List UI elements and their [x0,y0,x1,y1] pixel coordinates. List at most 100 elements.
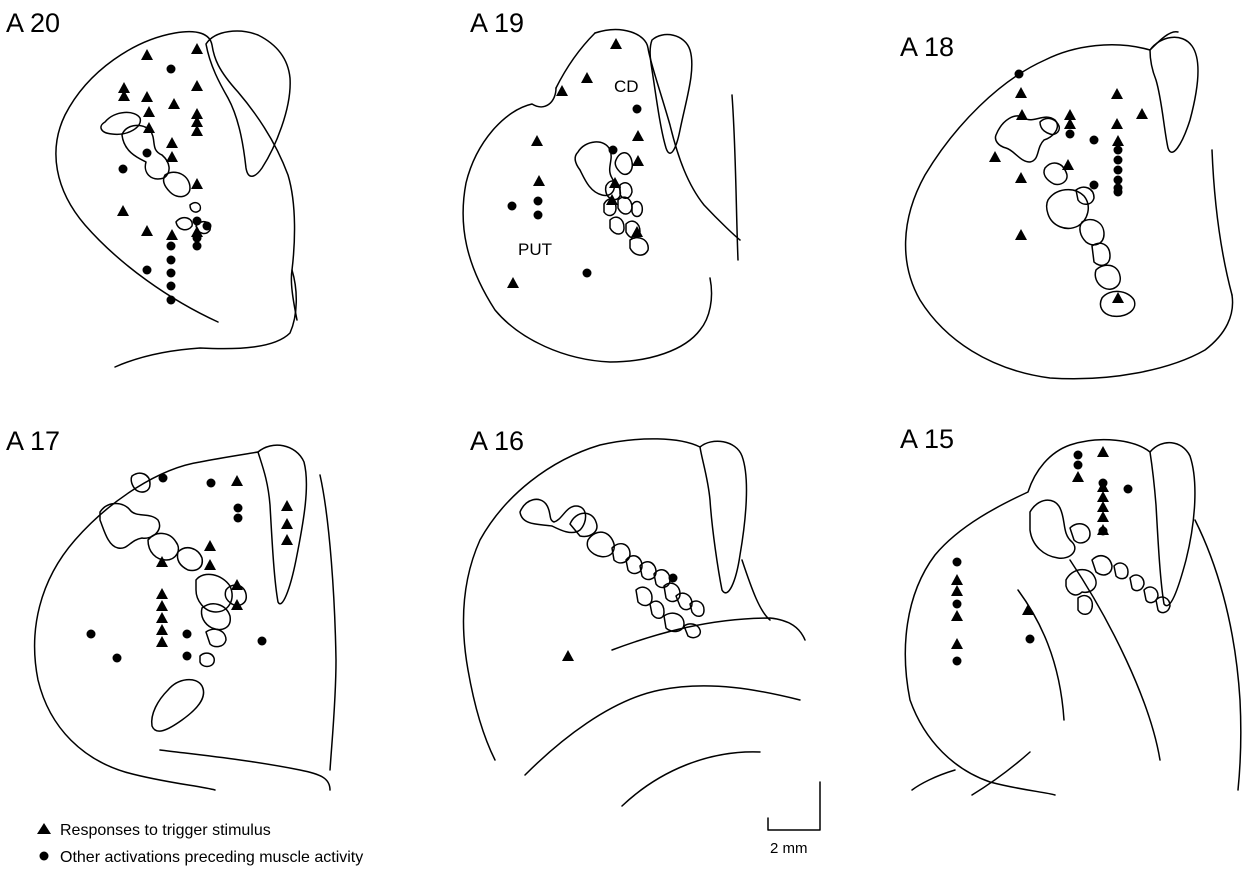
panel-a15-label: A 15 [900,424,954,454]
panel-a20-label: A 20 [6,8,60,38]
recording-site-markers [87,38,1149,666]
other-activation-marker [167,269,176,278]
trigger-response-marker [191,80,203,91]
legend-circle-label: Other activations preceding muscle activ… [60,849,363,866]
panel-a19: A 19 CD PUT [463,8,740,362]
trigger-response-marker [951,638,963,649]
trigger-response-marker [156,600,168,611]
panel-a18-outlines [906,32,1233,379]
trigger-response-marker [1112,135,1124,146]
other-activation-marker [203,222,212,231]
other-activation-marker [113,654,122,663]
panel-a20-outlines [56,31,297,367]
other-activation-marker [1066,130,1075,139]
other-activation-marker [183,630,192,639]
scale-bar: 2 mm [768,782,820,857]
other-activation-marker [1090,136,1099,145]
other-activation-marker [1026,635,1035,644]
trigger-response-marker [117,205,129,216]
other-activation-marker [583,269,592,278]
trigger-response-marker [1015,87,1027,98]
panel-a18-label: A 18 [900,32,954,62]
panel-a17-outlines [35,445,336,790]
trigger-response-marker [951,610,963,621]
trigger-response-marker [191,43,203,54]
other-activation-marker [143,266,152,275]
legend-circle-icon [40,852,49,861]
trigger-response-marker [204,559,216,570]
other-activation-marker [669,574,678,583]
trigger-response-marker [156,612,168,623]
other-activation-marker [87,630,96,639]
other-activation-marker [1074,461,1083,470]
other-activation-marker [167,242,176,251]
trigger-response-marker [1022,604,1034,615]
other-activation-marker [167,296,176,305]
trigger-response-marker [609,177,621,188]
trigger-response-marker [166,137,178,148]
other-activation-marker [1114,166,1123,175]
trigger-response-marker [556,85,568,96]
other-activation-marker [159,474,168,483]
other-activation-marker [234,514,243,523]
other-activation-marker [1074,451,1083,460]
trigger-response-marker [1072,471,1084,482]
trigger-response-marker [1097,501,1109,512]
trigger-response-marker [581,72,593,83]
other-activation-marker [1090,181,1099,190]
panel-a15: A 15 [900,424,1241,795]
other-activation-marker [1099,479,1108,488]
other-activation-marker [633,105,642,114]
other-activation-marker [1114,156,1123,165]
trigger-response-marker [191,178,203,189]
other-activation-marker [167,256,176,265]
legend-triangle-label: Responses to trigger stimulus [60,822,271,839]
trigger-response-marker [562,650,574,661]
other-activation-marker [258,637,267,646]
other-activation-marker [1099,527,1108,536]
trigger-response-marker [951,574,963,585]
other-activation-marker [1114,188,1123,197]
trigger-response-marker [1062,159,1074,170]
trigger-response-marker [951,585,963,596]
trigger-response-marker [1097,491,1109,502]
other-activation-marker [1124,485,1133,494]
other-activation-marker [193,234,202,243]
other-activation-marker [1114,146,1123,155]
panel-a19-label: A 19 [470,8,524,38]
trigger-response-marker [281,500,293,511]
panel-a16-label: A 16 [470,426,524,456]
other-activation-marker [1015,70,1024,79]
other-activation-marker [119,165,128,174]
trigger-response-marker [531,135,543,146]
trigger-response-marker [1015,229,1027,240]
trigger-response-marker [141,49,153,60]
trigger-response-marker [507,277,519,288]
trigger-response-marker [231,475,243,486]
other-activation-marker [193,217,202,226]
other-activation-marker [234,504,243,513]
trigger-response-marker [1097,446,1109,457]
other-activation-marker [609,146,618,155]
other-activation-marker [193,242,202,251]
trigger-response-marker [1111,88,1123,99]
panel-a20: A 20 [6,8,297,367]
other-activation-marker [207,479,216,488]
scale-bar-line [768,782,820,830]
panel-a18: A 18 [900,32,1233,379]
trigger-response-marker [533,175,545,186]
other-activation-marker [953,657,962,666]
trigger-response-marker [204,540,216,551]
trigger-response-marker [610,38,622,49]
other-activation-marker [167,282,176,291]
other-activation-marker [953,600,962,609]
panel-a17: A 17 [6,426,336,790]
other-activation-marker [508,202,517,211]
trigger-response-marker [281,518,293,529]
trigger-response-marker [168,98,180,109]
trigger-response-marker [166,229,178,240]
trigger-response-marker [156,624,168,635]
trigger-response-marker [156,636,168,647]
trigger-response-marker [631,226,643,237]
